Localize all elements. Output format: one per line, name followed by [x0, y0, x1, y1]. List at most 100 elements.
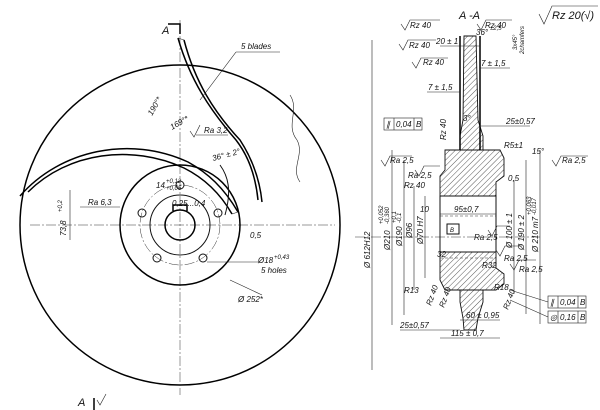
dim-keyway-width: 14 — [156, 181, 165, 190]
dim-15deg: 15° — [532, 147, 545, 156]
dim-w-115: 115 ± 0,7 — [451, 329, 484, 338]
dim-keyway-tol-up: +0,12 — [166, 179, 182, 185]
dim-r32: R32 — [482, 261, 497, 270]
dim-hub-10: 10 — [420, 205, 429, 214]
dim-keyway-depth: 73,8 — [59, 220, 68, 236]
roughness-label: Ra 2,5 — [390, 156, 414, 165]
bolt-hole — [198, 253, 208, 263]
dim-d210b: Ø 210 m7 — [531, 216, 540, 253]
dim-angle-top: 36° — [476, 28, 489, 37]
blade-upper-inner — [183, 39, 263, 203]
tolerance-frame: ∥ 0,04 B — [547, 295, 587, 309]
dim-angle-top-tol: ±2,5 — [490, 26, 502, 32]
section-label: A -A — [458, 10, 480, 22]
dim-keyway-depth-tol: +0,2 — [58, 199, 64, 212]
section-cut-bottom-check — [96, 393, 107, 406]
dim-d70: Ø70 H7 — [416, 216, 425, 245]
dim-d190-dn: -0,1 — [397, 213, 403, 223]
section-blade-lower — [459, 289, 484, 331]
dim-hub-95: 95±0,7 — [454, 205, 479, 214]
roughness-label: Ra 2,5 — [474, 233, 498, 242]
roughness-check — [476, 19, 512, 31]
section-hub-upper — [439, 149, 505, 197]
tolerance-frame-box — [383, 117, 423, 131]
tolerance-leader — [509, 299, 549, 318]
blade-inner-edge — [27, 153, 233, 215]
dim-holes-dia: Ø18 — [257, 256, 274, 265]
general-roughness: Rz 20(√) — [552, 10, 594, 22]
bolt-hole — [213, 208, 223, 218]
leader-outer-dia — [229, 279, 263, 296]
roughness-label: Rz 40 — [485, 21, 506, 30]
dim-w-60: 60 ± 0,95 — [466, 311, 500, 320]
note-blades: 5 blades — [241, 42, 271, 51]
dim-outer-dia: Ø 252* — [237, 295, 264, 304]
tolerance-symbol: ∥ — [386, 120, 391, 129]
bolt-hole — [137, 208, 147, 218]
roughness-marks: Rz 40 Rz 40 Rz 40 Rz 40 Rz 40 Ra 2,5 Ra … — [380, 19, 588, 311]
dim-05: 0,5 — [508, 174, 520, 183]
dim-chamfer-2: 0,5 — [250, 231, 262, 240]
bore-B-label: B — [450, 228, 454, 234]
dim-w-7a: 7 ± 1,5 — [481, 59, 506, 68]
section-hub-lower — [439, 251, 505, 291]
dim-3deg: 3° — [463, 114, 471, 123]
tolerance-leader — [509, 289, 549, 303]
bore-rect — [439, 195, 497, 253]
roughness-check — [411, 57, 448, 69]
blades — [19, 37, 263, 216]
blade-lower-curve — [219, 164, 230, 216]
tolerance-datum: B — [580, 313, 586, 322]
diameter-dims-left: Ø 612H12 Ø210 +0,052 -0,360 Ø190 +0,1 -0… — [363, 40, 426, 370]
note-chamfers-1: 3x45° — [513, 34, 519, 50]
roughness-label: Rz 40 — [439, 119, 448, 140]
leader-blades — [199, 51, 237, 101]
roughness-label: Rz 40 — [409, 41, 430, 50]
dim-blade-angle-1: 190°* — [146, 95, 164, 117]
tolerance-symbol: ∥ — [550, 298, 555, 307]
dim-chamfer-1: 0,25...0,4 — [172, 199, 206, 208]
blade-tip-2 — [177, 37, 185, 41]
section-cut-bottom-label: A — [77, 397, 85, 409]
dim-d190-up: +0,1 — [392, 211, 398, 223]
dim-d210-up: +0,052 — [379, 205, 385, 224]
roughness-label: Rz 40 — [437, 285, 453, 308]
dim-r5: R5±1 — [504, 141, 523, 150]
note-chamfers-2: 2chamfers — [520, 26, 526, 55]
tolerance-frame: ◎ 0,16 B — [547, 310, 587, 324]
dim-d190: Ø190 — [395, 226, 404, 247]
dim-r18: R18 — [494, 283, 509, 292]
diameter-dims-right: Ø 100 ± 1 Ø 190 ± 2 Ø 210 m7 +0,063 -0,0… — [505, 150, 541, 324]
roughness-check — [380, 155, 412, 167]
dim-blade-angle-3: 36° ± 2° — [211, 147, 242, 163]
front-view: A A 5 blades 190°* 169°* 36° ± 2° Ra 3,2… — [19, 20, 341, 410]
blade-tip-1 — [231, 211, 239, 215]
tolerance-value: 0,16 — [560, 313, 576, 322]
roughness-label: Rz 40 — [410, 21, 431, 30]
dim-d96: Ø96 — [405, 222, 414, 239]
bolt-holes — [137, 180, 223, 263]
break-line — [289, 94, 301, 183]
roughness-check — [551, 155, 588, 167]
dim-d100: Ø 100 ± 1 — [505, 213, 514, 249]
dim-d612: Ø 612H12 — [363, 231, 372, 269]
note-holes: 5 holes — [261, 266, 287, 275]
roughness-check — [487, 225, 510, 237]
roughness-label: Ra 2,5 — [519, 265, 543, 274]
dim-blade-angle-2: 169°* — [169, 114, 191, 132]
blade-outer-edge — [19, 147, 239, 213]
keyway — [172, 204, 188, 211]
bore-B-box — [446, 223, 460, 235]
dim-d190b: Ø 190 ± 2 — [517, 214, 526, 251]
dim-d210b-dn: -0,017 — [532, 197, 538, 215]
section-view: A -A Rz 20(√) 3x45° 2chamfers B Ø 612H12… — [355, 5, 598, 370]
hub-outer-circle — [119, 164, 241, 286]
ra-blade: Ra 3,2 — [204, 126, 228, 135]
tolerance-symbol: ◎ — [550, 313, 558, 322]
roughness-check — [398, 39, 436, 51]
hub-inner-circle — [149, 194, 211, 256]
bolt-hole — [152, 253, 162, 263]
roughness-check — [509, 259, 536, 271]
bore-circle — [164, 209, 196, 241]
roughness-check — [400, 19, 440, 31]
